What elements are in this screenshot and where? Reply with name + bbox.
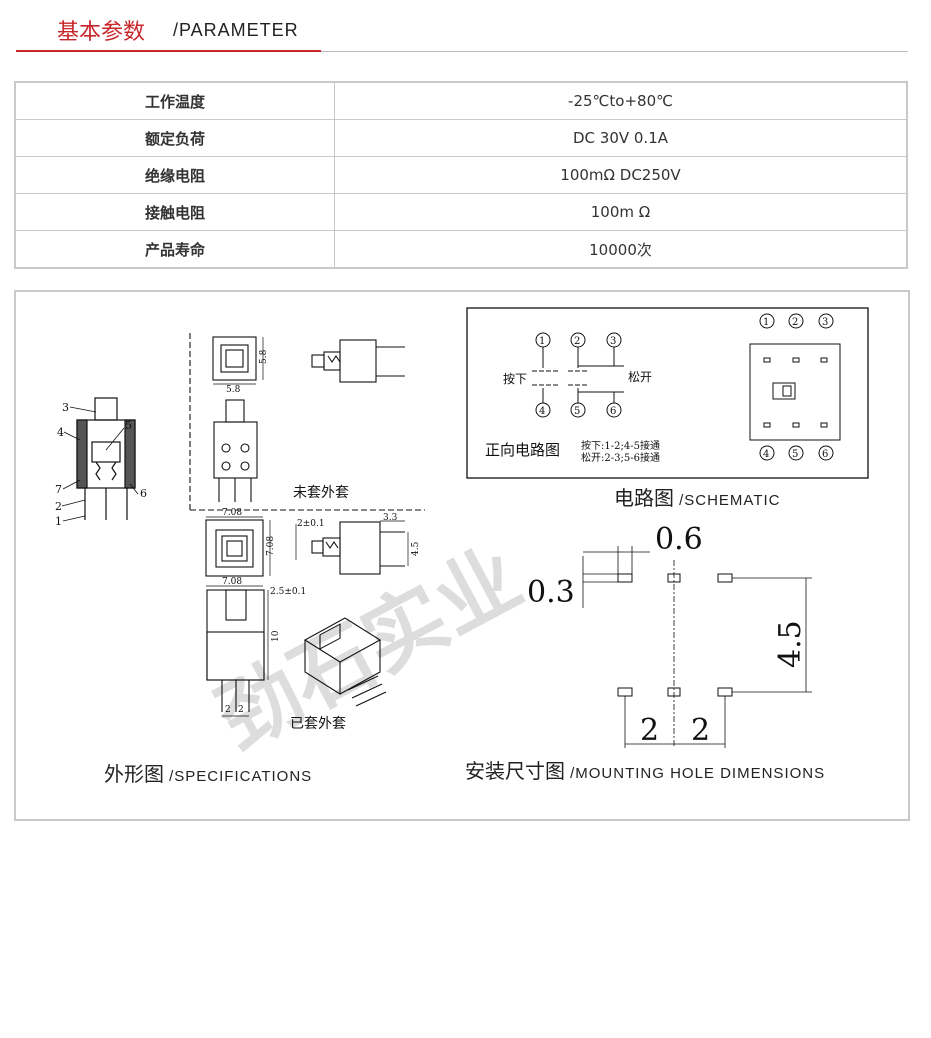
mounting-caption-cn: 安装尺寸图 [465, 759, 565, 783]
specs-caption-cn: 外形图 [104, 762, 164, 786]
schematic-title: 正向电路图 [485, 441, 560, 459]
param-label: 绝缘电阻 [14, 156, 335, 194]
param-label: 产品寿命 [14, 230, 335, 269]
dim-label: 2 [238, 705, 244, 715]
dim-label: 7.08 [222, 508, 242, 518]
uncovered-switch-drawing [189, 333, 425, 511]
pin-label: 6 [610, 406, 616, 417]
pin-label: 3 [822, 317, 828, 328]
mount-dim: 0.3 [527, 575, 575, 610]
title-underline [16, 50, 321, 52]
dim-label: 7.08 [266, 536, 276, 556]
section-view-drawing [61, 397, 139, 522]
pin-label: 1 [539, 336, 545, 347]
pin-label: 3 [610, 336, 616, 347]
schematic-note: 按下:1-2;4-5接通 [581, 439, 660, 452]
watermark: 劲石实业 [202, 530, 536, 768]
part-number: 5 [125, 419, 132, 432]
specs-caption-en: /SPECIFICATIONS [169, 768, 313, 785]
table-row: 额定负荷 DC 30V 0.1A [14, 119, 908, 157]
mount-dim: 2 [691, 713, 710, 748]
dim-label: 2 [225, 705, 231, 715]
param-value: DC 30V 0.1A [334, 119, 908, 157]
schematic-note: 松开:2-3;5-6接通 [581, 451, 660, 464]
param-value: 100mΩ DC250V [334, 156, 908, 194]
schematic-drawing [532, 313, 841, 461]
release-label: 松开 [628, 370, 652, 384]
pin-label: 1 [763, 317, 769, 328]
pin-label: 2 [792, 317, 798, 328]
section-title-en: /PARAMETER [173, 20, 299, 40]
pin-label: 5 [792, 449, 798, 460]
dim-label: 2±0.1 [297, 519, 325, 529]
schematic-box [466, 307, 869, 479]
param-value: 100m Ω [334, 193, 908, 231]
dim-label: 5.8 [226, 385, 241, 395]
dim-label: 4.5 [411, 541, 421, 556]
part-number: 7 [55, 483, 62, 496]
specs-caption: 外形图 /SPECIFICATIONS [104, 758, 312, 787]
watermark-text: 劲石实业 [202, 530, 536, 768]
pin-label: 2 [574, 336, 580, 347]
mounting-caption: 安装尺寸图 /MOUNTING HOLE DIMENSIONS [465, 755, 825, 784]
pin-label: 4 [763, 449, 769, 460]
header-divider [321, 51, 908, 52]
part-number: 6 [140, 487, 147, 500]
parameter-table: 工作温度 -25℃to+80℃ 额定负荷 DC 30V 0.1A 绝缘电阻 10… [14, 81, 908, 269]
covered-label: 已套外套 [290, 716, 346, 732]
schematic-caption: 电路图 /SCHEMATIC [614, 482, 781, 511]
part-number: 1 [55, 515, 62, 528]
press-label: 按下 [503, 372, 527, 386]
mounting-caption-en: /MOUNTING HOLE DIMENSIONS [570, 765, 826, 782]
part-number: 3 [62, 401, 69, 414]
mount-dim: 2 [640, 713, 659, 748]
dim-label: 3.3 [383, 513, 398, 523]
covered-switch-drawing [205, 516, 409, 717]
param-value: 10000次 [334, 230, 908, 269]
schematic-caption-en: /SCHEMATIC [679, 492, 781, 509]
table-row: 接触电阻 100m Ω [14, 193, 908, 231]
part-number: 2 [55, 500, 62, 513]
schematic-caption-cn: 电路图 [614, 486, 674, 510]
table-row: 绝缘电阻 100mΩ DC250V [14, 156, 908, 194]
pin-label: 4 [539, 406, 545, 417]
mount-dim: 0.6 [655, 522, 703, 557]
mount-dim: 4.5 [773, 620, 808, 668]
part-number: 4 [57, 426, 64, 439]
param-label: 额定负荷 [14, 119, 335, 157]
drawing-panel [14, 290, 910, 821]
table-row: 产品寿命 10000次 [14, 230, 908, 269]
dim-label: 7.08 [222, 577, 242, 587]
dim-label: 2.5±0.1 [270, 587, 306, 597]
section-title-cn: 基本参数 [57, 20, 146, 45]
dim-label: 5.8 [259, 349, 269, 364]
param-label: 工作温度 [14, 81, 335, 120]
mounting-drawing [582, 546, 812, 748]
uncovered-label: 未套外套 [293, 485, 349, 501]
param-label: 接触电阻 [14, 193, 335, 231]
dim-label: 10 [271, 630, 281, 642]
pin-label: 6 [822, 449, 828, 460]
pin-label: 5 [574, 406, 580, 417]
